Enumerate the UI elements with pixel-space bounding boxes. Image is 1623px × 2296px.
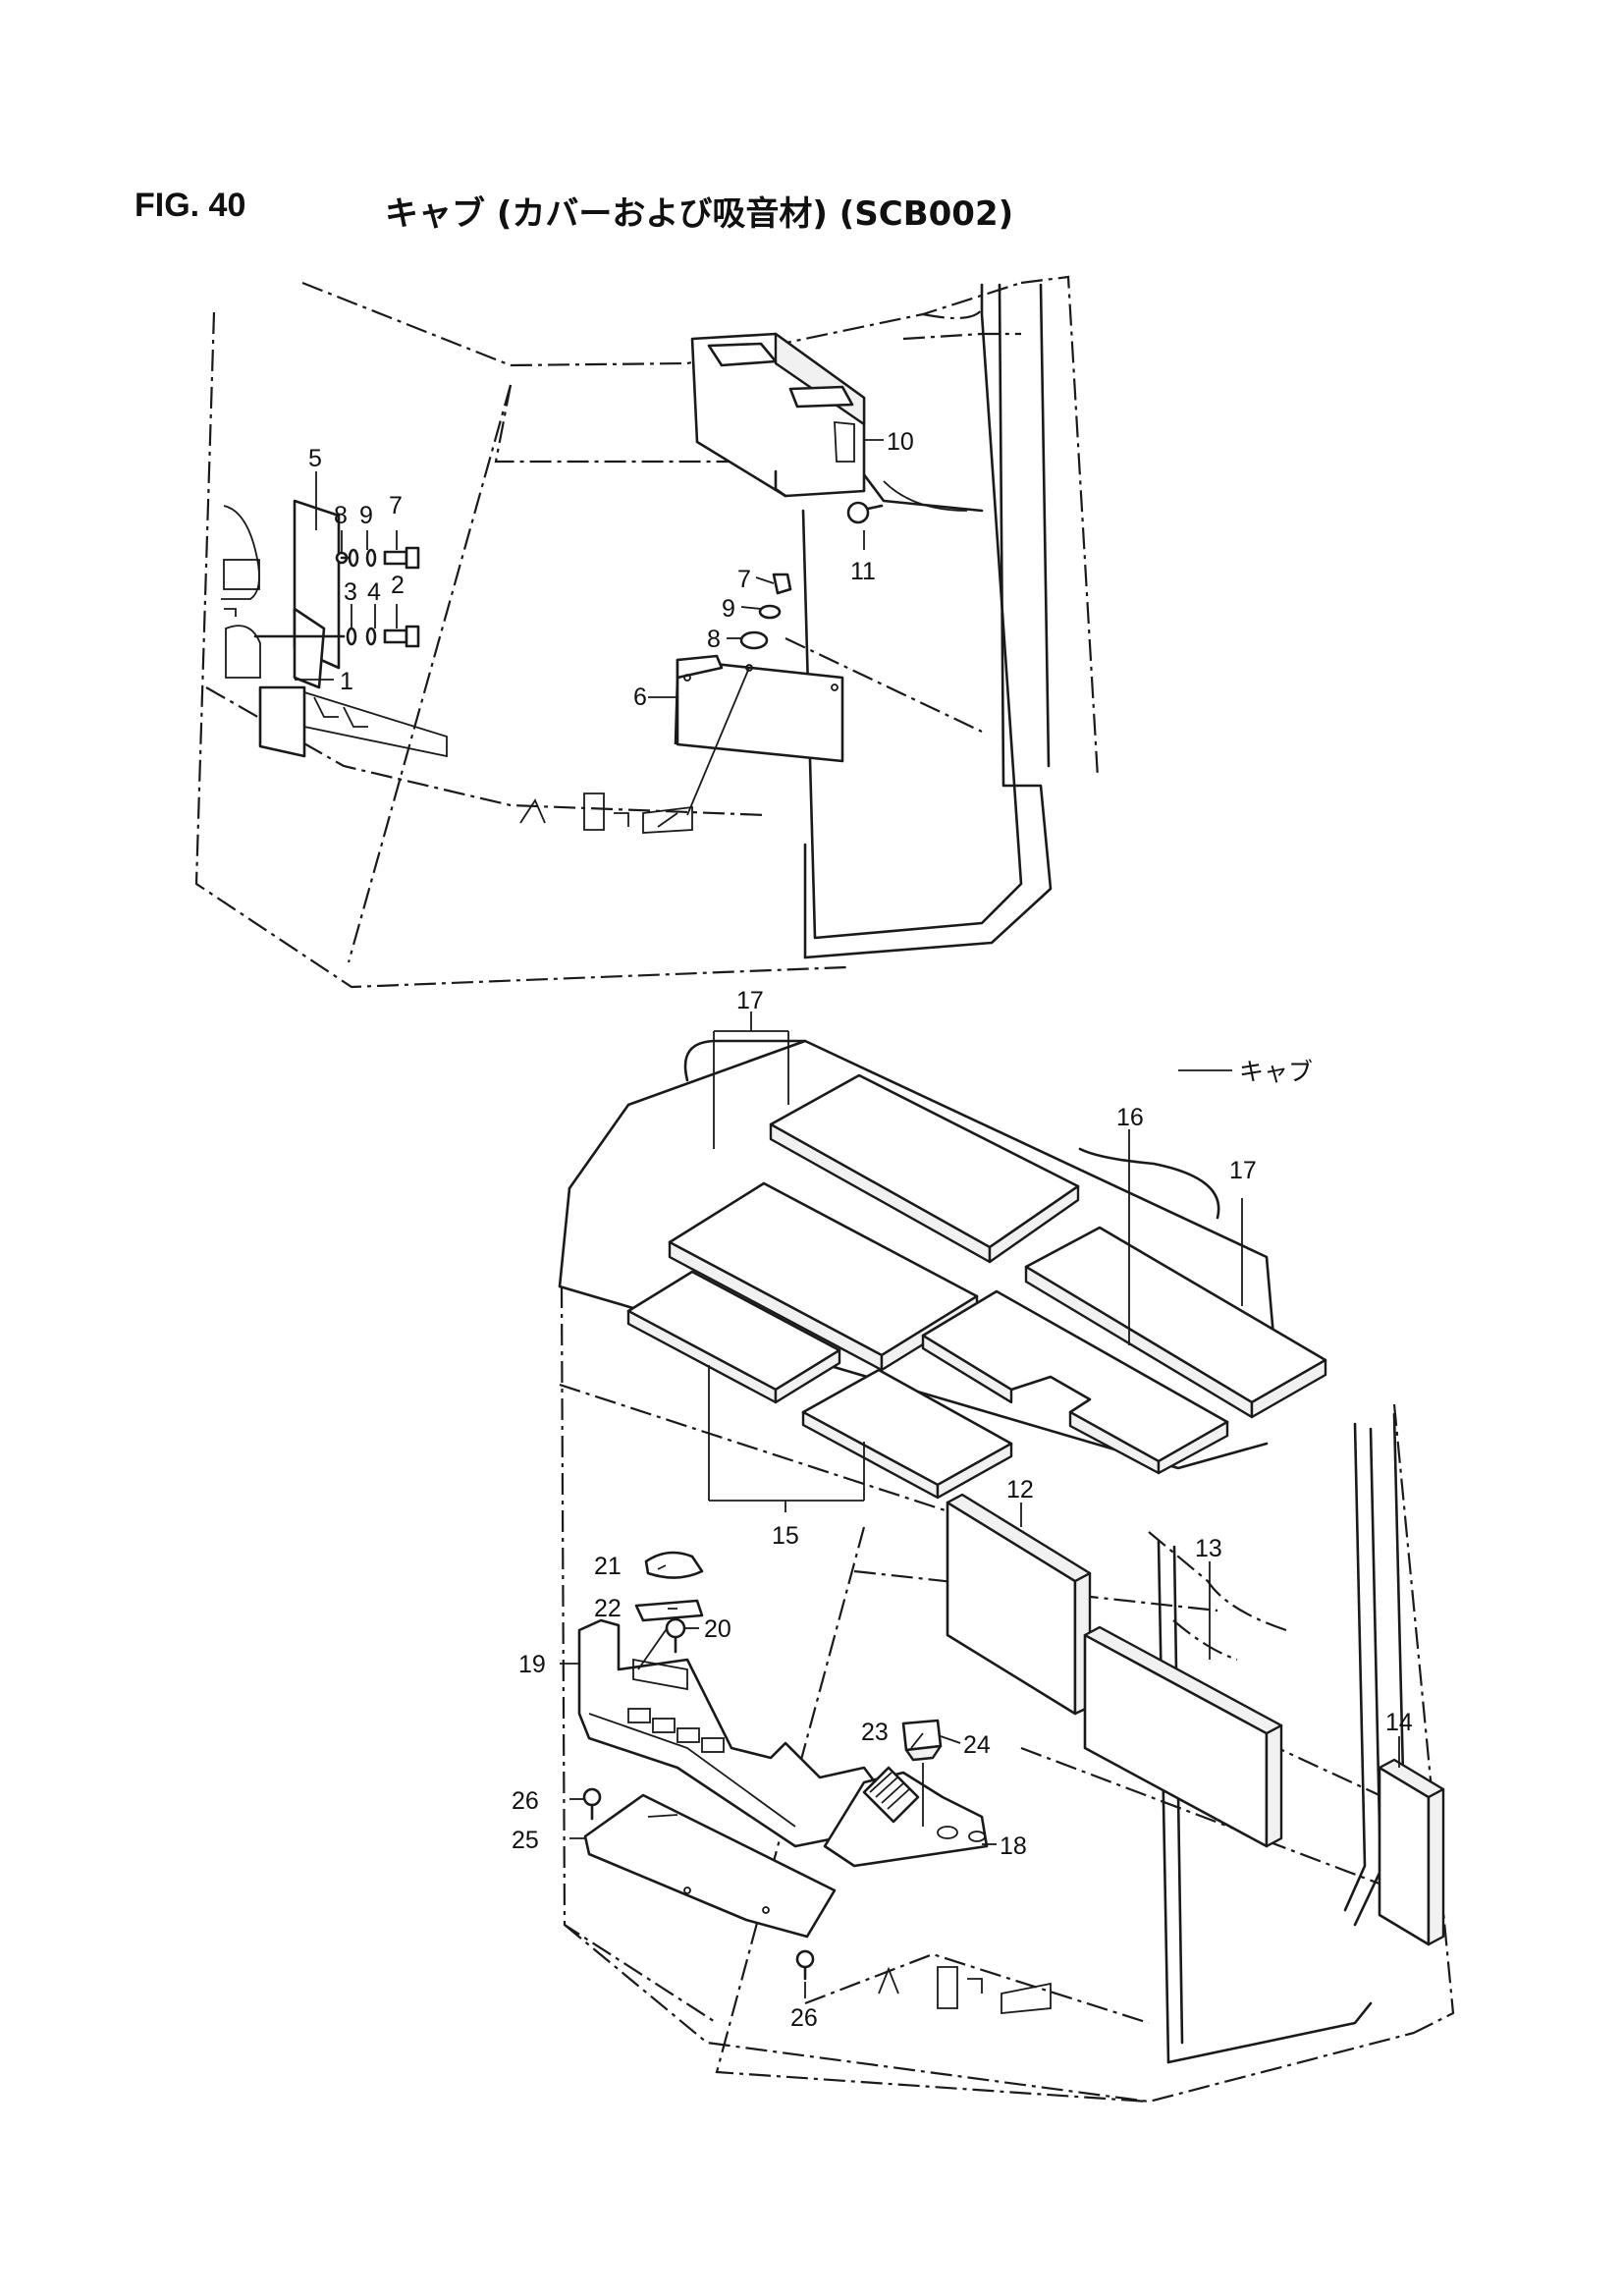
part-15-panel-left bbox=[626, 1270, 841, 1404]
part-1-bracket bbox=[258, 685, 448, 758]
callout-19: 19 bbox=[518, 1651, 546, 1678]
callout-9: 9 bbox=[359, 502, 373, 529]
part-11-bolt bbox=[846, 501, 884, 524]
figure-title: キャブ (カバーおよび吸音材) (SCB002) bbox=[385, 194, 1014, 234]
callout-12: 12 bbox=[1006, 1476, 1034, 1503]
callout-5: 5 bbox=[308, 445, 322, 472]
part-17-panel-rear bbox=[769, 1073, 1080, 1264]
part-17-panel-front bbox=[668, 1181, 979, 1372]
callout-4: 4 bbox=[367, 578, 381, 606]
left-panel-detail bbox=[221, 505, 261, 679]
part-6-cover-plate bbox=[674, 654, 844, 816]
callout-8: 8 bbox=[334, 502, 348, 529]
part-17-panel-right bbox=[1024, 1226, 1327, 1419]
leader-lines bbox=[295, 439, 1400, 1998]
callout-10: 10 bbox=[887, 428, 914, 456]
part-23-grille bbox=[862, 1766, 920, 1824]
callout-16: 16 bbox=[1116, 1104, 1144, 1131]
callout-labels: 5 8 9 7 3 4 2 1 6 7 9 8 10 11 17 キャブ 16 … bbox=[308, 428, 1413, 2032]
part-12-wall-panel bbox=[946, 1493, 1092, 1716]
lower-floor-detail bbox=[878, 1966, 1052, 2014]
callout-7: 7 bbox=[389, 492, 403, 519]
part-13-wall-panel bbox=[1083, 1625, 1283, 1848]
part-20-screw bbox=[665, 1617, 686, 1654]
parts-7-8-9-upper-hardware bbox=[335, 546, 420, 570]
figure-number: FIG. 40 bbox=[135, 187, 246, 224]
callout-7-plate: 7 bbox=[737, 566, 751, 593]
part-26-screw-a bbox=[582, 1787, 602, 1821]
parts-21-22-speaker bbox=[634, 1551, 704, 1670]
part-19-side-console bbox=[577, 1618, 895, 1848]
callout-22: 22 bbox=[594, 1595, 622, 1622]
part-16-center-panel bbox=[921, 1289, 1229, 1475]
part-26-screw-b bbox=[795, 1949, 815, 1981]
callout-8-plate: 8 bbox=[707, 626, 721, 653]
callout-26-lower: 26 bbox=[790, 2004, 818, 2032]
callout-1: 1 bbox=[340, 668, 353, 695]
part-14-wall-panel bbox=[1378, 1758, 1445, 1946]
top-cab-outline bbox=[194, 275, 1100, 989]
part-10-console-cover bbox=[690, 332, 866, 498]
callout-20: 20 bbox=[704, 1615, 731, 1643]
callout-24: 24 bbox=[963, 1731, 991, 1759]
callout-23: 23 bbox=[861, 1719, 889, 1746]
callout-15: 15 bbox=[772, 1522, 799, 1550]
top-floor-detail bbox=[519, 793, 693, 834]
callout-21: 21 bbox=[594, 1553, 622, 1580]
part-18-rear-console bbox=[823, 1771, 989, 1868]
callout-17-left: 17 bbox=[736, 987, 764, 1014]
part-15-panel-right bbox=[801, 1368, 1013, 1500]
callout-6: 6 bbox=[633, 683, 647, 711]
part-25-lower-cover bbox=[583, 1793, 837, 1939]
callout-3: 3 bbox=[344, 578, 357, 606]
callout-26-upper: 26 bbox=[512, 1787, 539, 1815]
parts-7-8-9-plate-hardware bbox=[739, 573, 792, 650]
callout-11: 11 bbox=[850, 558, 876, 585]
callout-2: 2 bbox=[391, 572, 405, 599]
part-5-bracket bbox=[293, 499, 341, 689]
callout-14: 14 bbox=[1385, 1709, 1413, 1736]
callout-17-right: 17 bbox=[1229, 1157, 1257, 1184]
callout-25: 25 bbox=[512, 1827, 539, 1854]
callout-9-plate: 9 bbox=[722, 595, 735, 623]
callout-13: 13 bbox=[1195, 1535, 1222, 1562]
callout-18: 18 bbox=[1000, 1832, 1027, 1860]
cab-label: キャブ bbox=[1239, 1059, 1313, 1086]
